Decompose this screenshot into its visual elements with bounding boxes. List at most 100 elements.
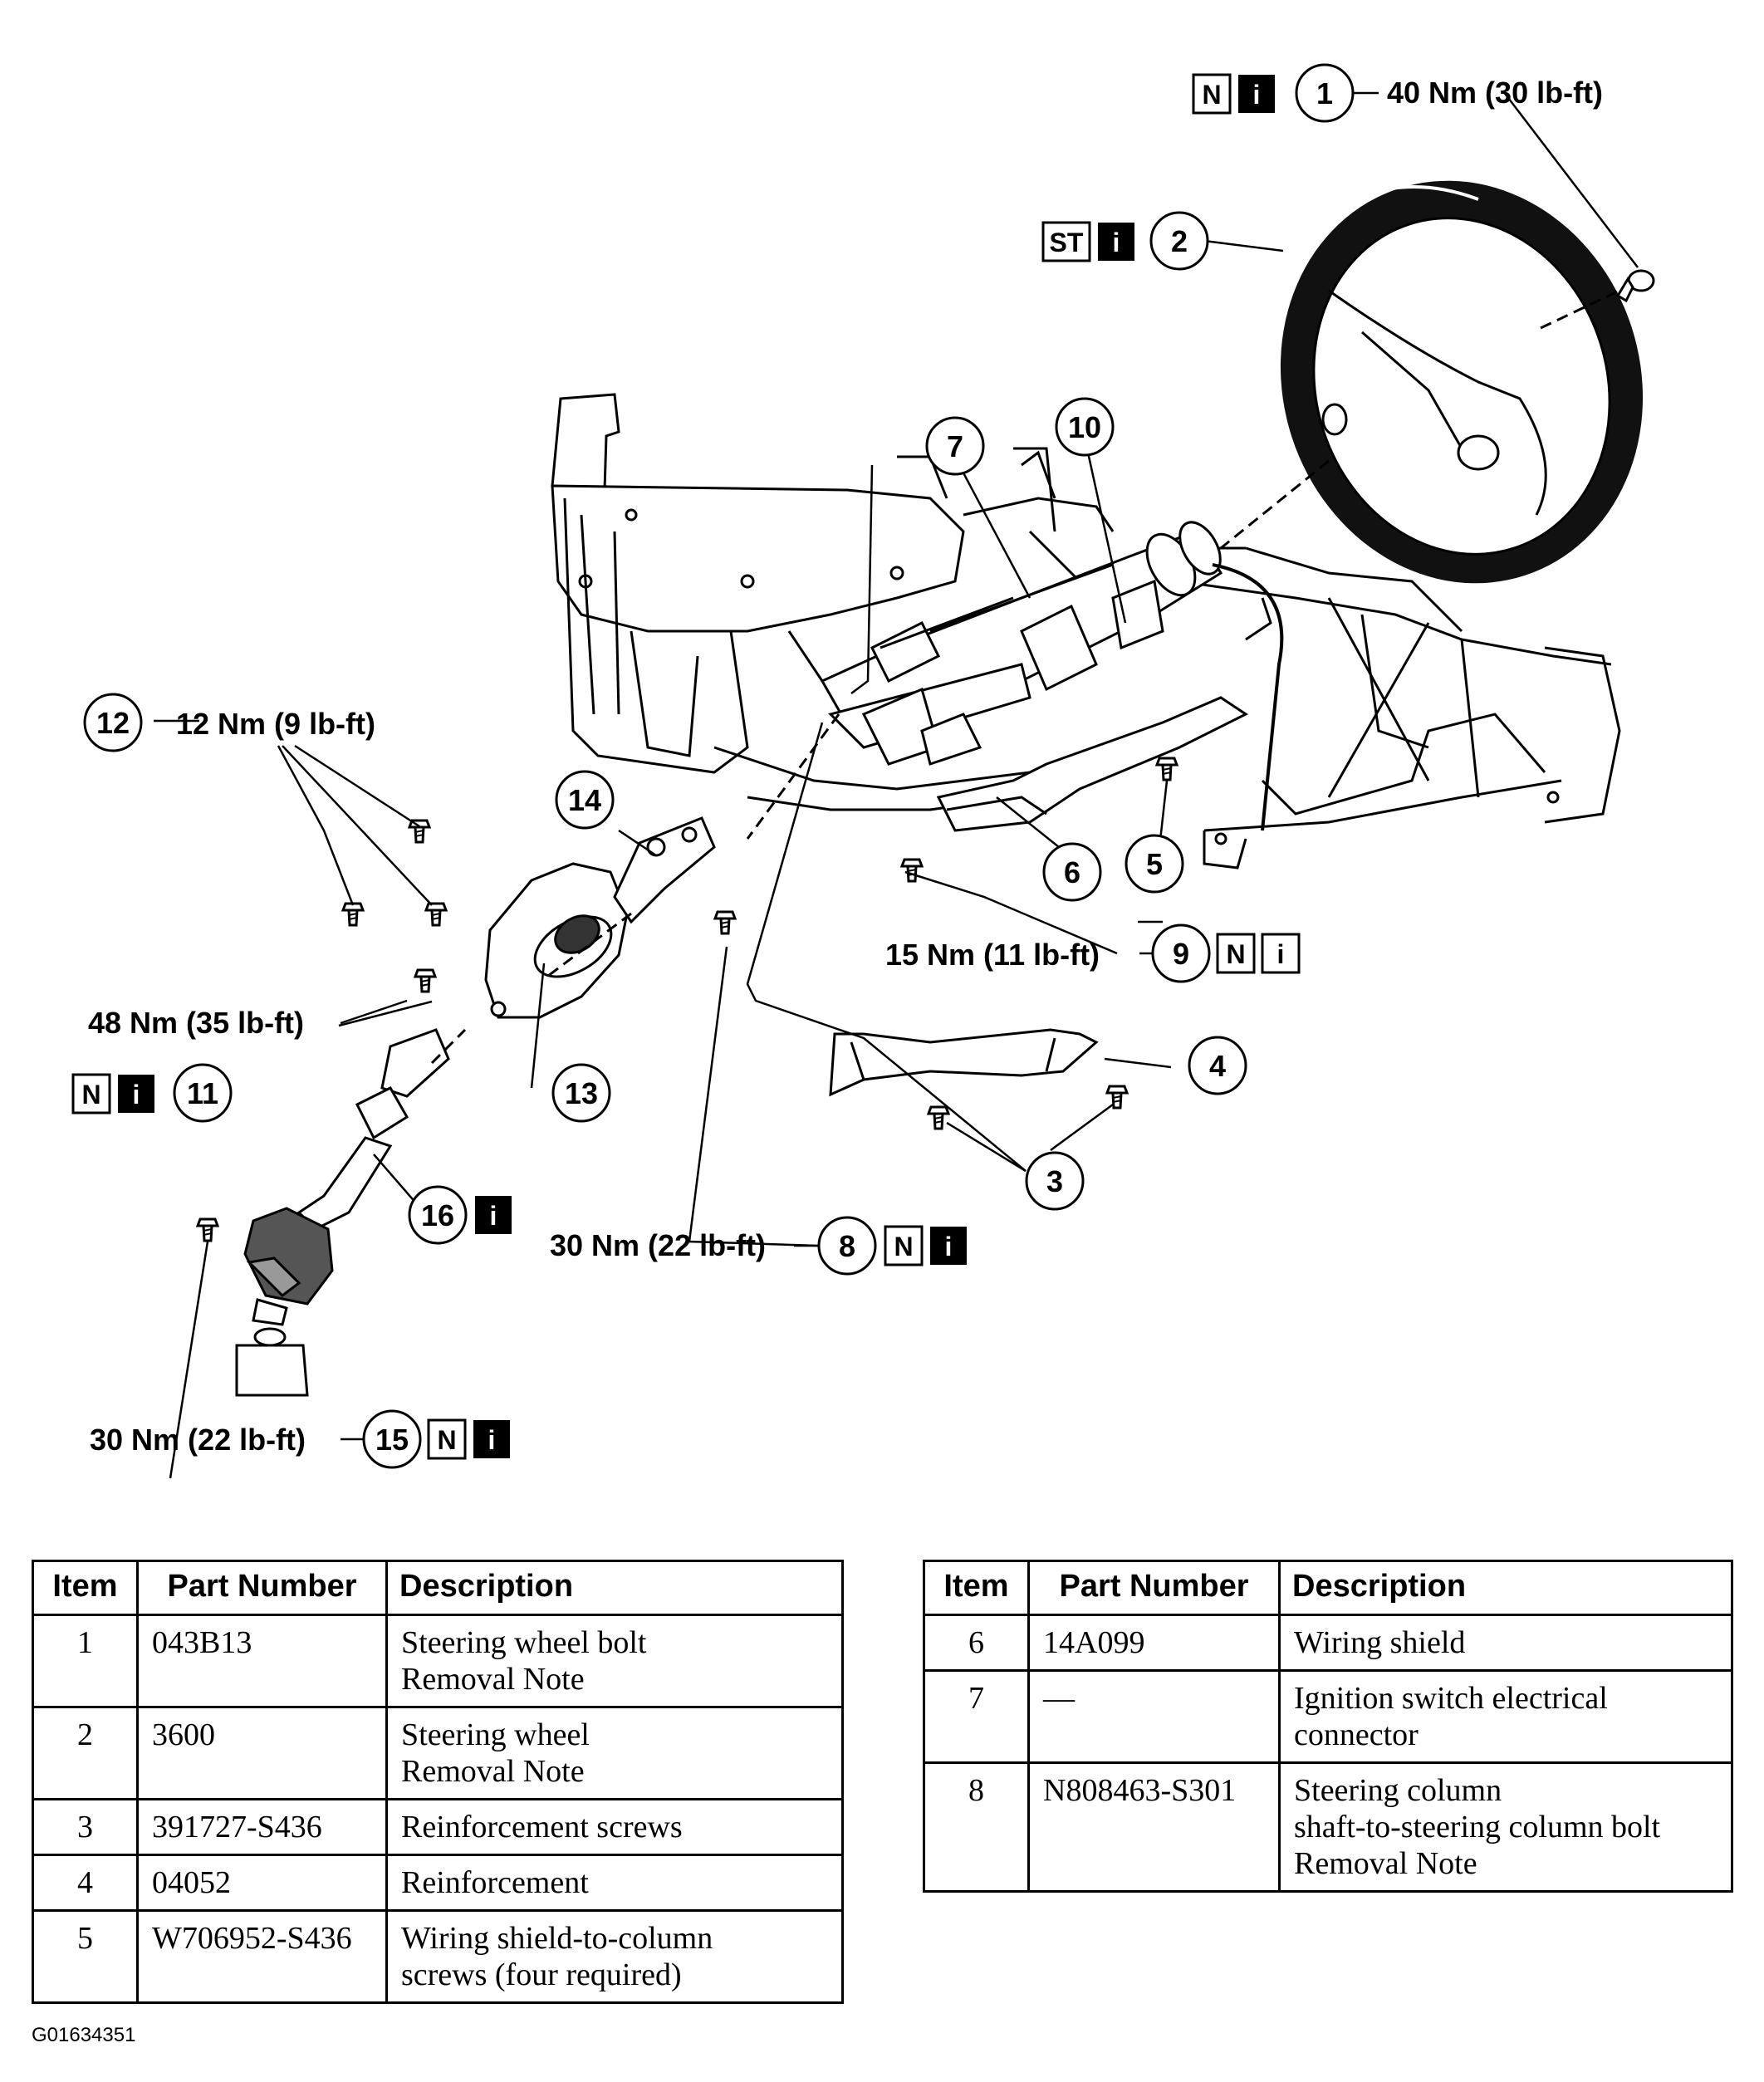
- item-cell: 8: [923, 1761, 1030, 1893]
- callout-16-circle: [408, 1185, 468, 1245]
- callout-8-badge-i: i: [945, 1232, 953, 1261]
- callout-2-number: 2: [1171, 224, 1188, 258]
- callout-2-circle: [1149, 211, 1209, 271]
- callout-6-circle: [1042, 842, 1102, 902]
- callout-8-number: 8: [839, 1229, 855, 1263]
- item-cell: 4: [32, 1854, 139, 1912]
- item-cell: 7: [923, 1669, 1030, 1764]
- steering-wheel-bolt: [1615, 269, 1655, 303]
- description-line: Steering wheel bolt: [401, 1625, 647, 1660]
- callout-15-torque: 30 Nm (22 lb-ft): [90, 1423, 306, 1457]
- callout-9-torque: 15 Nm (11 lb-ft): [885, 938, 1100, 972]
- callout-11-circle: [173, 1063, 233, 1123]
- description-line: Steering column: [1294, 1773, 1502, 1808]
- callout-12-number: 12: [96, 706, 130, 740]
- description-line: Removal Note: [1294, 1846, 1477, 1881]
- info-badge-icon: [930, 1227, 967, 1265]
- part-number-cell: 043B13: [136, 1614, 388, 1708]
- steering-column-exploded-diagram: 1 2 3 4 5 6 7 8 9 10 11 12: [71, 63, 1655, 1479]
- n-badge-icon: [1216, 933, 1256, 974]
- n-badge-icon: [884, 1225, 924, 1266]
- info-badge-icon: [118, 1075, 154, 1113]
- n-badge-icon: [427, 1418, 467, 1460]
- callout-5-number: 5: [1146, 847, 1163, 881]
- description-line: Wiring shield: [1294, 1625, 1466, 1660]
- description-line: Steering wheel: [401, 1717, 590, 1752]
- alignment-lines: [430, 289, 1620, 1065]
- leader-lines: [154, 91, 1639, 1479]
- info-badge-icon: [1261, 933, 1301, 974]
- part-number-cell: —: [1027, 1669, 1281, 1764]
- callout-11-number: 11: [187, 1076, 218, 1110]
- item-cell: 5: [32, 1909, 139, 2004]
- description-line: Ignition switch electrical: [1294, 1681, 1608, 1716]
- callout-12: 12: [83, 693, 143, 752]
- callout-4-circle: [1188, 1036, 1247, 1095]
- callout-1: 1: [1295, 63, 1355, 123]
- callout-9: 9: [1151, 923, 1211, 983]
- description-line: shaft-to-steering column bolt: [1294, 1810, 1661, 1844]
- description-line: Wiring shield-to-column: [401, 1921, 713, 1956]
- callout-4-number: 4: [1209, 1049, 1226, 1083]
- item-cell: 1: [32, 1614, 139, 1708]
- info-badge-icon: [1098, 223, 1134, 261]
- table-header-row: Item Part Number Description: [32, 1560, 844, 1616]
- callout-12-circle: [83, 693, 143, 752]
- callout-12-torque: 12 Nm (9 lb-ft): [176, 707, 375, 741]
- header-description: Description: [385, 1560, 844, 1616]
- item-cell: 6: [923, 1614, 1030, 1672]
- callout-1-torque: 40 Nm (30 lb-ft): [1387, 76, 1603, 110]
- callout-2: 2: [1149, 211, 1209, 271]
- callout-10-number: 10: [1068, 410, 1101, 444]
- upper-u-joint: [613, 816, 716, 924]
- callout-13-number: 13: [565, 1076, 598, 1110]
- description-line: Removal Note: [401, 1662, 585, 1697]
- steering-column: [820, 521, 1223, 766]
- info-badge-icon: [473, 1420, 510, 1458]
- callout-9-badge-i: i: [1277, 939, 1285, 969]
- callout-15: 15: [362, 1409, 422, 1469]
- part-number-cell: 04052: [136, 1854, 388, 1912]
- header-part-number: Part Number: [1027, 1560, 1281, 1616]
- callout-11: 11: [173, 1063, 233, 1123]
- callout-1-number: 1: [1316, 76, 1333, 110]
- callout-9-badge-n: N: [1226, 939, 1245, 969]
- callout-10-circle: [1055, 397, 1115, 457]
- callout-6-number: 6: [1064, 855, 1080, 889]
- callout-3-circle: [1025, 1151, 1085, 1211]
- info-badge-icon: [475, 1196, 512, 1234]
- callout-5-circle: [1125, 834, 1184, 894]
- intermediate-shaft: [235, 1028, 450, 1397]
- callout-13: 13: [551, 1063, 611, 1123]
- part-number-cell: 391727-S436: [136, 1798, 388, 1856]
- part-number-cell: N808463-S301: [1027, 1761, 1281, 1893]
- callout-15-badge-i: i: [488, 1425, 496, 1455]
- table-header-row: Item Part Number Description: [923, 1560, 1733, 1616]
- callout-16-number: 16: [421, 1198, 454, 1232]
- callout-2-badge-i: i: [1113, 228, 1120, 257]
- callout-10: 10: [1055, 397, 1115, 457]
- callout-2-badge-st: ST: [1050, 228, 1084, 257]
- callout-5: 5: [1125, 834, 1184, 894]
- description-line: Removal Note: [401, 1754, 585, 1789]
- n-badge-icon: [1192, 73, 1232, 115]
- n-badge-icon: [71, 1073, 111, 1114]
- description-line: Reinforcement: [401, 1865, 589, 1900]
- callout-8-torque: 30 Nm (22 lb-ft): [550, 1228, 766, 1262]
- item-cell: 3: [32, 1798, 139, 1856]
- description-cell: Reinforcement: [385, 1854, 844, 1912]
- callout-9-number: 9: [1173, 937, 1189, 971]
- part-number-cell: 14A099: [1027, 1614, 1281, 1672]
- callout-13-circle: [551, 1063, 611, 1123]
- callout-1-badge-n: N: [1202, 80, 1221, 110]
- callout-11-badge-i: i: [133, 1080, 140, 1110]
